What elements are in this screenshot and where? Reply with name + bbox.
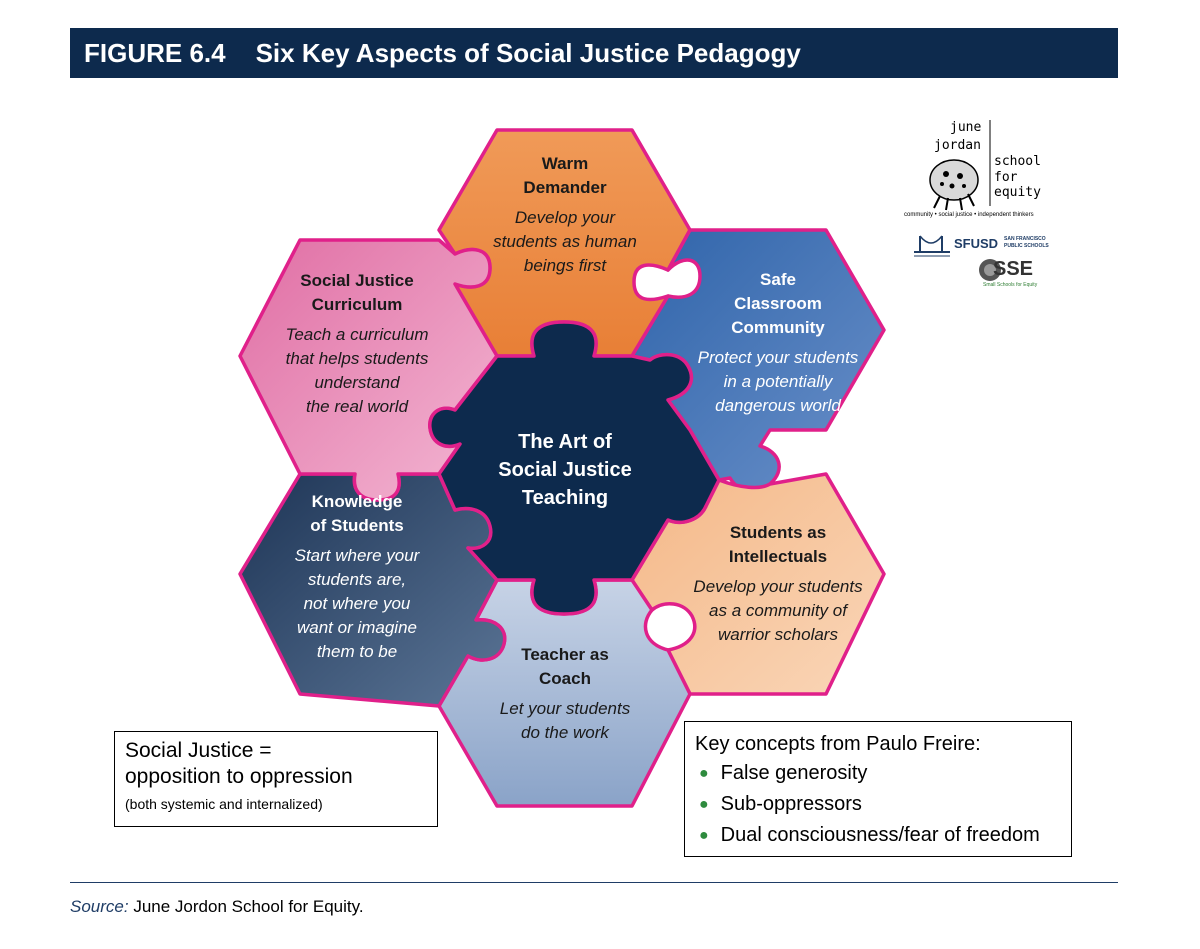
hex-title: Students as Intellectuals bbox=[728, 523, 828, 566]
sfusd-text: SFUSD bbox=[954, 236, 999, 251]
list-item: ● Dual consciousness/fear of freedom bbox=[695, 820, 1061, 851]
bullet-icon: ● bbox=[699, 765, 709, 782]
sse-emblem-icon bbox=[979, 259, 1001, 281]
sse-text: SSE bbox=[993, 258, 1034, 280]
june-jordan-logo: june jordan school for equity community … bbox=[904, 118, 1064, 226]
figure-header: FIGURE 6.4 Six Key Aspects of Social Jus… bbox=[70, 28, 1118, 78]
source-text: June Jordon School for Equity. bbox=[133, 897, 364, 916]
figure-title: Six Key Aspects of Social Justice Pedago… bbox=[255, 37, 801, 68]
hex-label-safe-classroom: Safe Classroom Community Protect your st… bbox=[680, 268, 876, 418]
freire-box-title: Key concepts from Paulo Freire: bbox=[695, 733, 981, 755]
logo-word-equity: equity bbox=[994, 185, 1041, 200]
source-label: Source: bbox=[70, 897, 129, 916]
bullet-icon: ● bbox=[699, 796, 709, 813]
logo-word-jordan: jordan bbox=[934, 138, 981, 153]
logo-word-school: school bbox=[994, 154, 1041, 169]
bullet-icon: ● bbox=[699, 827, 709, 844]
hex-title: Safe Classroom Community bbox=[731, 270, 825, 337]
hex-description: Teach a curriculum that helps students u… bbox=[285, 325, 429, 416]
logo-word-for: for bbox=[994, 170, 1018, 185]
social-justice-definition-box: Social Justice = opposition to oppressio… bbox=[114, 731, 438, 827]
definition-line-2: opposition to oppression bbox=[125, 765, 353, 788]
sse-subtext: Small Schools for Equity bbox=[983, 282, 1038, 288]
hex-label-teacher-coach: Teacher as Coach Let your students do th… bbox=[470, 643, 660, 745]
hex-title: Warm Demander bbox=[523, 154, 607, 197]
list-item: ● False generosity bbox=[695, 758, 1061, 789]
sfusd-logo: SFUSD SAN FRANCISCO PUBLIC SCHOOLS bbox=[912, 230, 1052, 260]
hex-description: Protect your students in a potentially d… bbox=[697, 348, 859, 415]
bridge-icon bbox=[914, 235, 950, 257]
hex-center bbox=[428, 320, 721, 616]
list-item-text: False generosity bbox=[720, 762, 868, 784]
hex-title: Teacher as Coach bbox=[521, 645, 609, 688]
hex-label-sj-curriculum: Social Justice Curriculum Teach a curric… bbox=[262, 269, 452, 419]
figure-number: FIGURE 6.4 bbox=[84, 37, 226, 68]
hex-label-warm-demander: Warm Demander Develop your students as h… bbox=[470, 152, 660, 278]
leopard-icon bbox=[929, 120, 991, 211]
hex-title: Social Justice Curriculum bbox=[300, 271, 414, 314]
list-item-text: Sub-oppressors bbox=[720, 793, 862, 815]
freire-concepts-box: Key concepts from Paulo Freire: ● False … bbox=[684, 721, 1072, 857]
hex-description: Start where your students are, not where… bbox=[294, 546, 420, 661]
list-item-text: Dual consciousness/fear of freedom bbox=[720, 824, 1040, 846]
center-label: The Art of Social Justice Teaching bbox=[498, 431, 632, 509]
source-line: Source: June Jordon School for Equity. bbox=[70, 897, 364, 917]
hex-title: Knowledge of Students bbox=[310, 492, 404, 535]
logo-word-june: june bbox=[950, 120, 982, 135]
list-item: ● Sub-oppressors bbox=[695, 789, 1061, 820]
logo-tagline: community • social justice • independent… bbox=[904, 212, 1034, 218]
definition-line-1: Social Justice = bbox=[125, 739, 272, 762]
source-divider bbox=[70, 882, 1118, 883]
sfusd-subtext: SAN FRANCISCO PUBLIC SCHOOLS bbox=[1004, 236, 1049, 249]
hex-description: Let your students do the work bbox=[499, 699, 631, 742]
definition-line-3: (both systemic and internalized) bbox=[125, 796, 323, 812]
sse-logo: SSE Small Schools for Equity bbox=[975, 256, 1055, 292]
hex-description: Develop your students as human beings fi… bbox=[493, 208, 637, 275]
hex-label-knowledge-students: Knowledge of Students Start where your s… bbox=[262, 490, 452, 664]
hex-label-students-intellectuals: Students as Intellectuals Develop your s… bbox=[676, 521, 880, 647]
hex-description: Develop your students as a community of … bbox=[693, 577, 863, 644]
